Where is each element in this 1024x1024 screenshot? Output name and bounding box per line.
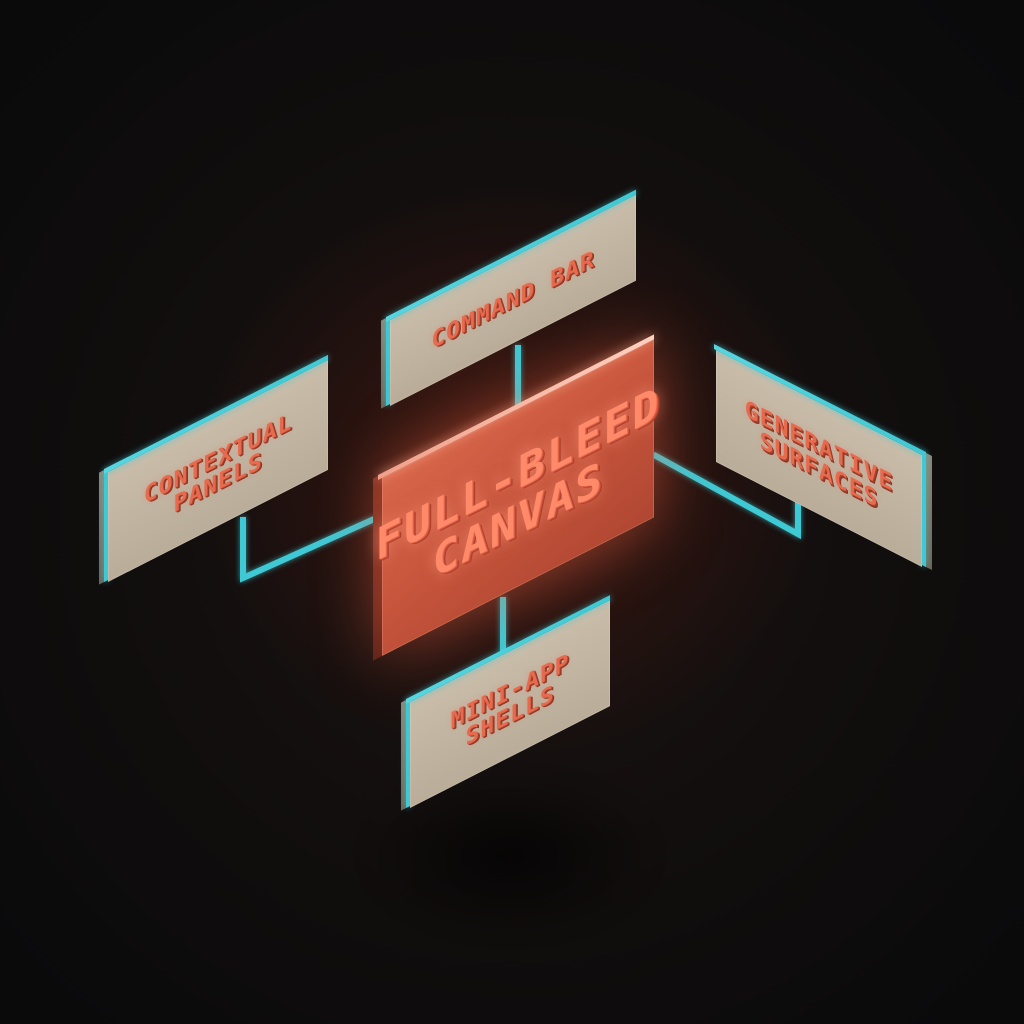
- connector-generative-surfaces: [651, 451, 801, 540]
- connector-contextual-panels: [240, 516, 376, 583]
